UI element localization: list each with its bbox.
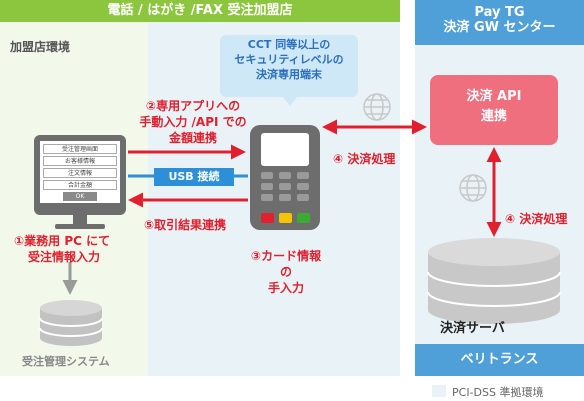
globe-icon	[363, 93, 391, 121]
callout-line1: CCT 同等以上の	[247, 38, 331, 51]
terminal-callout: CCT 同等以上の セキュリティレベルの 決済専用端末	[220, 35, 358, 97]
callout-line2: セキュリティレベルの	[234, 53, 344, 66]
usb-connection-label: USB 接続	[154, 168, 234, 186]
step3-label: ③カード情報の 手入力	[246, 248, 326, 296]
step5-label: ⑤取引結果連携	[144, 218, 227, 232]
step2-line1: ②専用アプリへの	[145, 99, 241, 113]
legend-swatch	[432, 385, 446, 397]
pc-screen-row: 注文情報	[43, 168, 117, 178]
order-db-icon	[39, 300, 103, 346]
pc-screen: 受注管理画面 お客様情報 注文情報 合計金額 OK	[40, 141, 120, 203]
store-env-label: 加盟店環境	[10, 40, 71, 54]
pc-ok-button: OK	[63, 192, 97, 201]
step4-label-a: ④ 決済処理	[333, 152, 396, 166]
api-line2: 連携	[480, 109, 507, 124]
step1-line2: 受注情報入力	[28, 250, 101, 264]
payment-server-db-icon	[427, 238, 561, 324]
step2-label: ②専用アプリへの 手動入力 /API での 金額連携	[138, 98, 248, 146]
api-line1: 決済 API	[466, 89, 522, 104]
order-system-label: 受注管理システム	[22, 355, 110, 368]
step4-label-b: ④ 決済処理	[505, 212, 568, 226]
step1-line1: ①業務用 PC にて	[14, 234, 111, 248]
callout-tail	[282, 96, 298, 106]
pc-screen-row: お客様情報	[43, 156, 117, 166]
pc-screen-title: 受注管理画面	[43, 144, 117, 154]
store-header: 電話 / はがき /FAX 受注加盟店	[0, 0, 400, 22]
callout-line3: 決済専用端末	[256, 68, 322, 81]
gateway-header-line1: Pay TG	[474, 5, 525, 20]
gateway-header-line2: 決済 GW センター	[443, 20, 556, 35]
step1-label: ①業務用 PC にて 受注情報入力	[14, 233, 110, 265]
globe-icon	[459, 174, 487, 202]
step3-line1: ③カード情報の	[250, 249, 322, 279]
step2-line3: 金額連携	[168, 131, 217, 145]
payment-api-box: 決済 API 連携	[430, 75, 558, 145]
payment-terminal-icon	[250, 125, 320, 230]
pc-stand	[55, 215, 105, 229]
step3-line2: 手入力	[267, 281, 304, 295]
pc-screen-row: 合計金額	[43, 180, 117, 190]
step2-line2: 手動入力 /API での	[139, 115, 247, 129]
veritrans-label: ベリトランス	[415, 344, 584, 376]
payment-server-label: 決済サーバ	[440, 321, 505, 336]
gateway-header: Pay TG 決済 GW センター	[415, 0, 584, 45]
legend-label: PCI-DSS 準拠環境	[452, 386, 544, 399]
